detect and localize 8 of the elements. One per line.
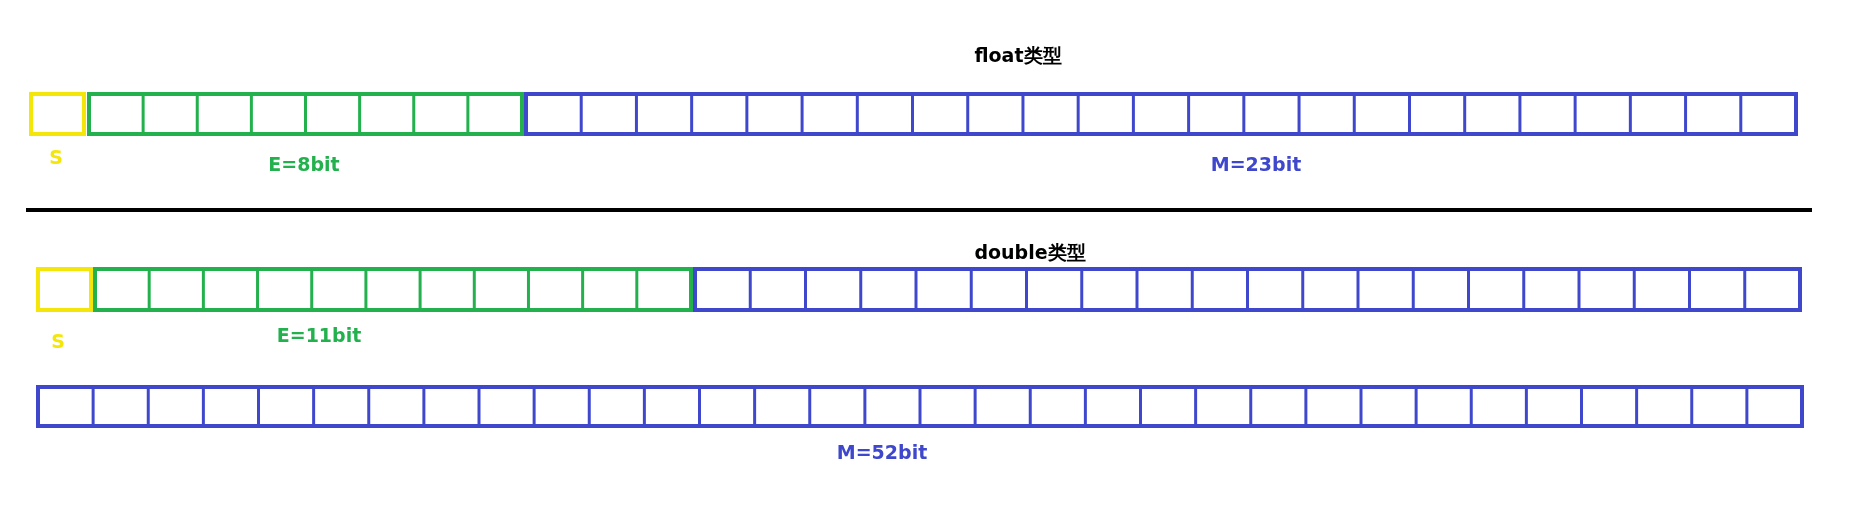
field-label: E=11bit	[276, 324, 362, 346]
title: double类型	[974, 240, 1086, 265]
field-label: M=52bit	[836, 441, 928, 463]
field-label: M=23bit	[1210, 153, 1302, 175]
field-label: E=8bit	[268, 153, 340, 175]
field-label: S	[49, 146, 63, 168]
title: float类型	[974, 43, 1062, 68]
field-label: S	[51, 330, 65, 352]
